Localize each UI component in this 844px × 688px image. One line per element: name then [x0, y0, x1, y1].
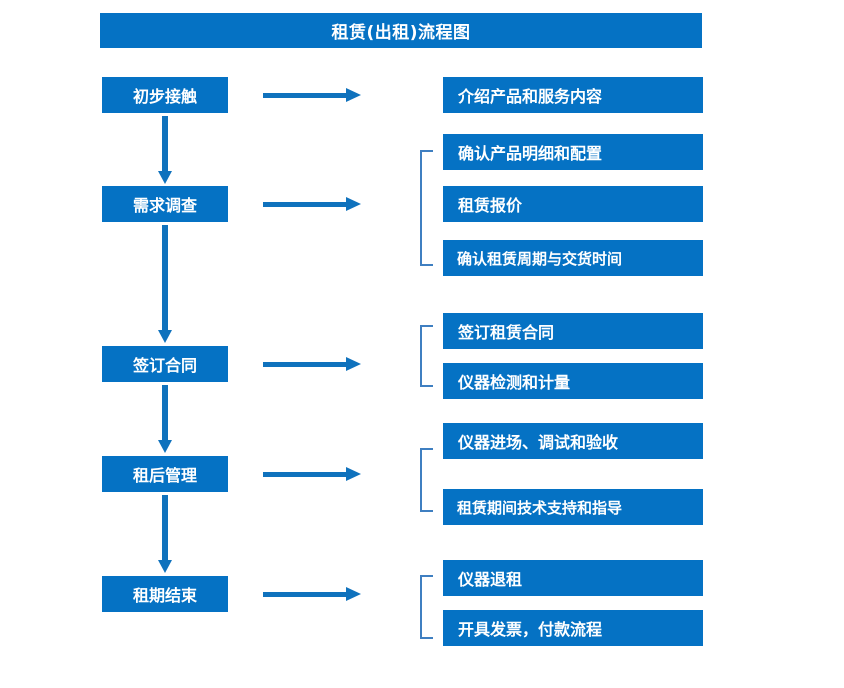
arrow-head: [346, 197, 361, 211]
detail-box-rental-quotation[interactable]: 租赁报价: [443, 186, 703, 222]
arrow-shaft: [263, 362, 347, 367]
arrow-head: [158, 330, 172, 343]
arrow-shaft: [162, 116, 168, 171]
group-bracket-2: [420, 150, 433, 266]
flow-arrow-down-2: [158, 225, 172, 343]
arrow-shaft: [162, 225, 168, 330]
stage-box-lease-end[interactable]: 租期结束: [102, 576, 228, 612]
flow-arrow-down-3: [158, 385, 172, 453]
detail-box-introduce-products-services[interactable]: 介绍产品和服务内容: [443, 77, 703, 113]
flow-arrow-right-2: [263, 197, 361, 211]
arrow-head: [158, 560, 172, 573]
group-bracket-4: [420, 448, 433, 512]
detail-box-instrument-return[interactable]: 仪器退租: [443, 560, 703, 596]
arrow-shaft: [263, 202, 347, 207]
arrow-shaft: [263, 592, 347, 597]
flow-arrow-right-1: [263, 88, 361, 102]
arrow-head: [346, 357, 361, 371]
flow-arrow-right-3: [263, 357, 361, 371]
detail-box-sign-lease-contract[interactable]: 签订租赁合同: [443, 313, 703, 349]
detail-box-instrument-inspection-metering[interactable]: 仪器检测和计量: [443, 363, 703, 399]
flow-arrow-right-4: [263, 467, 361, 481]
stage-box-sign-contract[interactable]: 签订合同: [102, 346, 228, 382]
arrow-head: [346, 88, 361, 102]
arrow-shaft: [162, 495, 168, 560]
stage-box-demand-survey[interactable]: 需求调查: [102, 186, 228, 222]
detail-box-confirm-product-details[interactable]: 确认产品明细和配置: [443, 134, 703, 170]
arrow-head: [158, 171, 172, 184]
stage-box-initial-contact[interactable]: 初步接触: [102, 77, 228, 113]
arrow-head: [158, 440, 172, 453]
flow-arrow-down-1: [158, 116, 172, 184]
arrow-shaft: [162, 385, 168, 440]
flow-arrow-down-4: [158, 495, 172, 573]
stage-box-post-rental-management[interactable]: 租后管理: [102, 456, 228, 492]
arrow-shaft: [263, 472, 347, 477]
group-bracket-5: [420, 575, 433, 639]
detail-box-confirm-lease-period-delivery[interactable]: 确认租赁周期与交货时间: [443, 240, 703, 276]
detail-box-instrument-entry-commissioning-acceptance[interactable]: 仪器进场、调试和验收: [443, 423, 703, 459]
flow-arrow-right-5: [263, 587, 361, 601]
arrow-head: [346, 587, 361, 601]
arrow-shaft: [263, 93, 347, 98]
detail-box-invoice-payment-process[interactable]: 开具发票，付款流程: [443, 610, 703, 646]
group-bracket-3: [420, 325, 433, 387]
diagram-title: 租赁(出租)流程图: [100, 13, 702, 48]
detail-box-technical-support-during-lease[interactable]: 租赁期间技术支持和指导: [443, 489, 703, 525]
arrow-head: [346, 467, 361, 481]
